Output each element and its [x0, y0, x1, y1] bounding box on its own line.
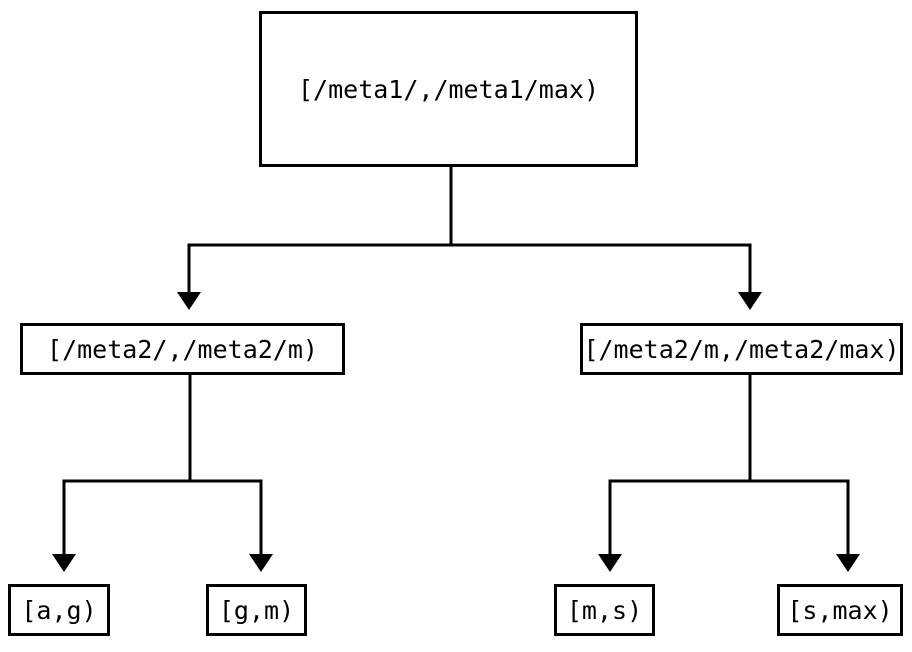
- node-mid-right-label: [/meta2/m,/meta2/max): [583, 334, 900, 364]
- arrowhead-down: [836, 554, 860, 572]
- node-leaf-g-m-label: [g,m): [218, 595, 295, 625]
- arrowhead-down: [598, 554, 622, 572]
- arrowhead-down: [177, 292, 201, 310]
- node-leaf-m-s-label: [m,s): [566, 595, 643, 625]
- node-mid-left[interactable]: [/meta2/,/meta2/m): [20, 323, 345, 375]
- node-root-label: [/meta1/,/meta1/max): [297, 74, 600, 104]
- arrowhead-down: [52, 554, 76, 572]
- arrowhead-down: [738, 292, 762, 310]
- edge-midright-m-s: [598, 375, 752, 572]
- node-root[interactable]: [/meta1/,/meta1/max): [259, 11, 638, 167]
- edge-root-mid-left: [177, 167, 453, 310]
- edge-root-mid-right: [449, 167, 762, 310]
- node-leaf-a-g[interactable]: [a,g): [8, 584, 110, 636]
- node-mid-right[interactable]: [/meta2/m,/meta2/max): [580, 323, 903, 375]
- node-leaf-s-max-label: [s,max): [787, 595, 893, 625]
- node-leaf-g-m[interactable]: [g,m): [206, 584, 307, 636]
- node-leaf-m-s[interactable]: [m,s): [554, 584, 655, 636]
- edge-midleft-a-g: [52, 375, 192, 572]
- edge-midleft-g-m: [188, 375, 273, 572]
- edge-midright-s-max: [748, 375, 860, 572]
- node-leaf-s-max[interactable]: [s,max): [777, 584, 903, 636]
- node-leaf-a-g-label: [a,g): [21, 595, 97, 625]
- arrowhead-down: [249, 554, 273, 572]
- node-mid-left-label: [/meta2/,/meta2/m): [47, 334, 318, 364]
